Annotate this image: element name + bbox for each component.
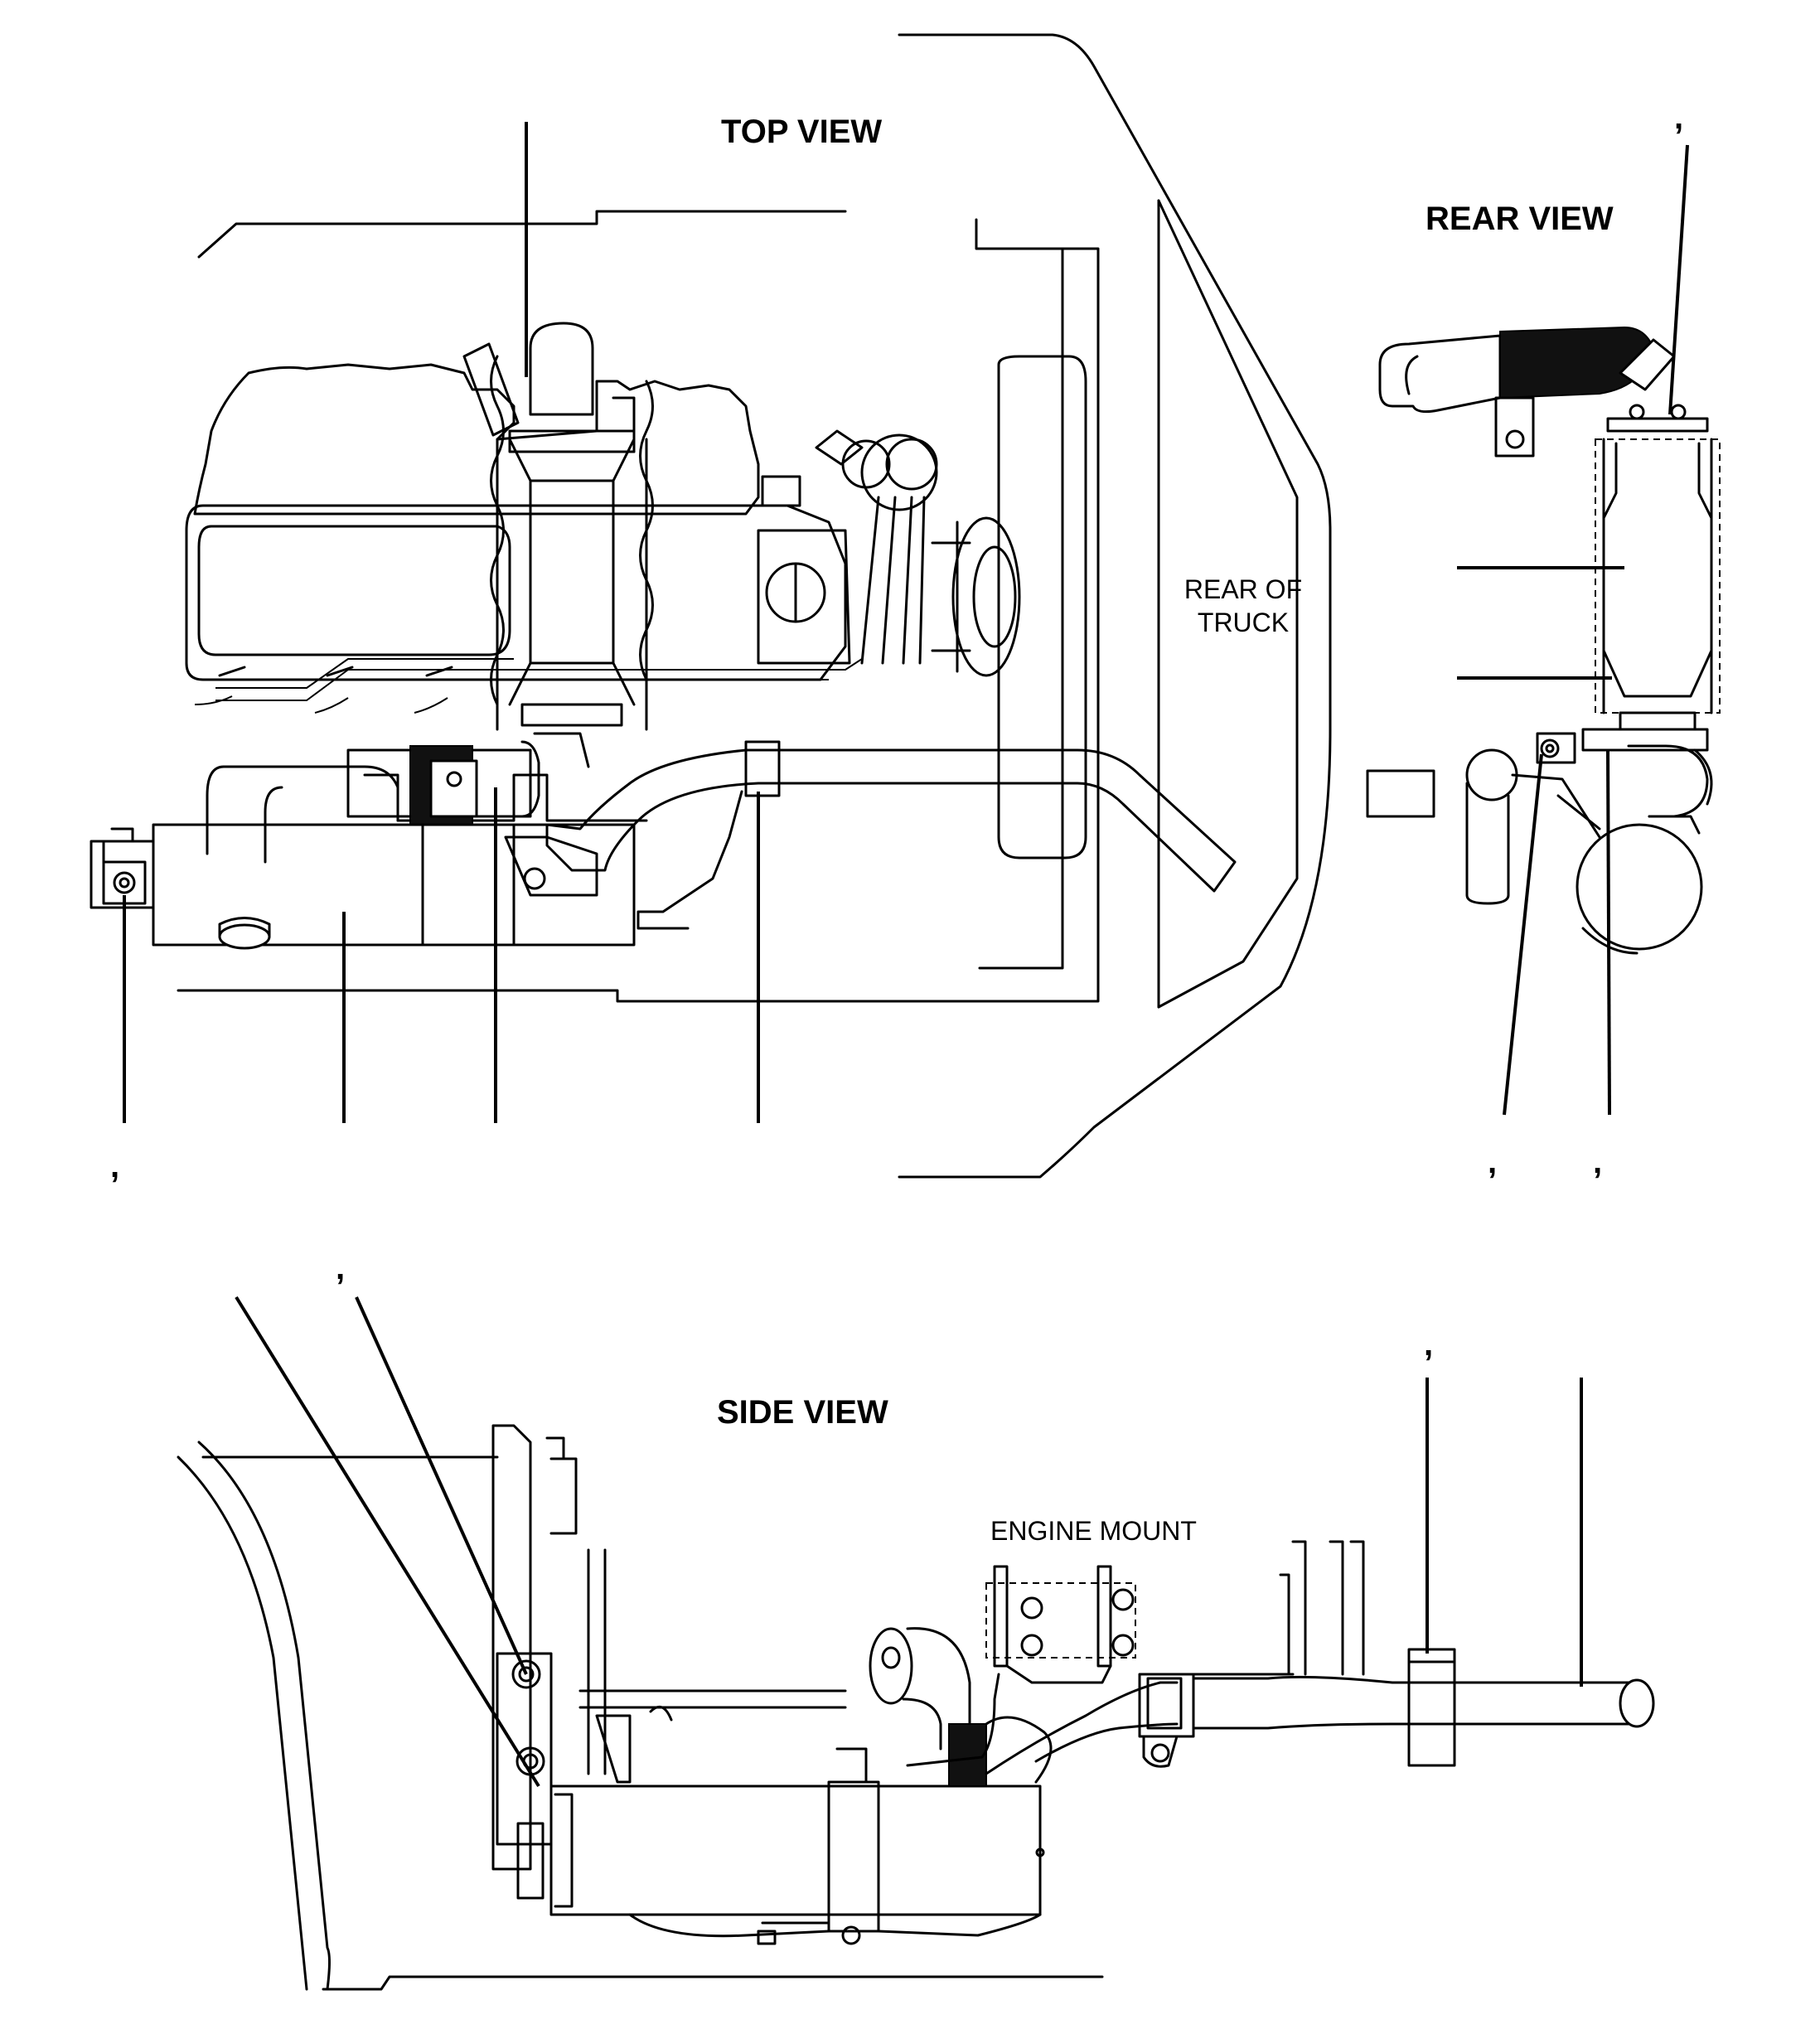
callout-mark-3: , <box>1488 1144 1497 1180</box>
top-view: TOP VIEW REAR OF TRUCK <box>90 33 1332 1184</box>
callout-mark-4: , <box>1593 1144 1602 1180</box>
callout-mark-1: , <box>110 1148 119 1184</box>
rear-view-title: REAR VIEW <box>1426 201 1614 237</box>
callout-mark-6: , <box>1424 1326 1433 1363</box>
top-view-title: TOP VIEW <box>721 114 882 150</box>
callout-mark-2: , <box>1674 99 1683 136</box>
callout-mark-5: , <box>336 1250 345 1286</box>
engine-mount-label: ENGINE MOUNT <box>990 1516 1197 1546</box>
side-view-title: SIDE VIEW <box>717 1394 888 1431</box>
rear-of-truck-label-line1: REAR OF <box>1184 574 1302 604</box>
side-view: SIDE VIEW ENGINE MOUNT , , <box>177 1250 1655 1991</box>
rear-of-truck-label-line2: TRUCK <box>1198 608 1289 637</box>
rear-view: REAR VIEW , <box>1366 99 1721 1180</box>
